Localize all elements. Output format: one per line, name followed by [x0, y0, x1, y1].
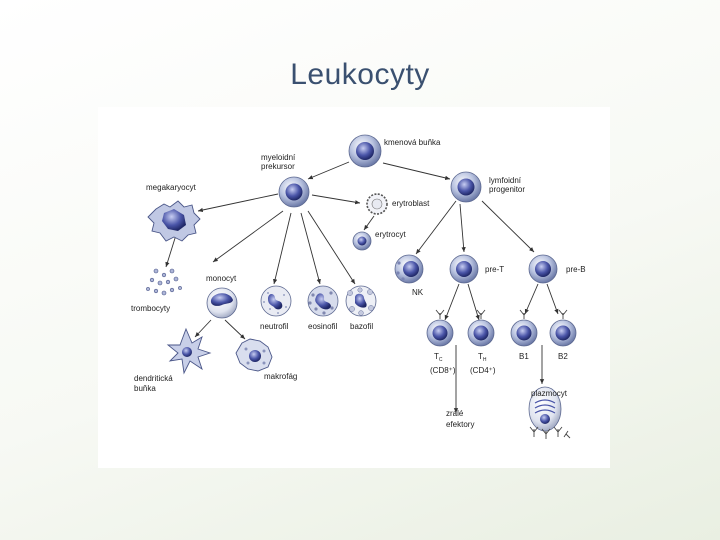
pre-t-cell	[449, 254, 479, 284]
antibodies	[529, 426, 571, 439]
b2-cell	[549, 309, 577, 347]
arrow-myeloid-to-eosinophil	[300, 212, 321, 285]
arrow-monocyte-to-macrophage	[224, 319, 246, 340]
label-tc-marker: (CD8⁺)	[430, 366, 456, 375]
arrow-myeloid-to-basophil	[307, 210, 356, 285]
arrow-myeloid-to-erythroblast	[311, 194, 361, 205]
label-monocyte: monocyt	[206, 274, 237, 283]
arrow-monocyte-to-dendritic	[194, 319, 212, 338]
label-myeloid-2: prekursor	[261, 162, 295, 171]
hematopoiesis-diagram: kmenová buňka myeloidní prekursor lymfoi…	[98, 107, 610, 468]
label-dendritic-1: dendritická	[134, 374, 173, 383]
lymphoid-progenitor-cell	[450, 171, 482, 203]
label-erythroblast: erytroblast	[392, 199, 430, 208]
label-th: TH	[478, 352, 487, 363]
myeloid-precursor-cell	[278, 176, 310, 208]
label-tc: TC	[434, 352, 443, 363]
slide-title: Leukocyty	[290, 58, 430, 91]
label-eosinophil: eosinofil	[308, 322, 338, 331]
label-pre-b: pre-B	[566, 265, 586, 274]
megakaryocyte-cell	[147, 200, 201, 242]
arrow-stem-to-myeloid	[307, 161, 350, 180]
stem-cell	[348, 134, 382, 168]
cells	[146, 134, 577, 439]
plasma-cell	[528, 386, 562, 432]
arrow-myeloid-to-megakaryocyte	[197, 193, 279, 213]
neutrophil-cell	[260, 285, 292, 317]
arrow-preb-to-b2	[546, 283, 559, 315]
label-dendritic-2: buňka	[134, 384, 156, 393]
arrow-preb-to-b1	[524, 283, 539, 315]
label-effectors-1: zralé	[446, 409, 464, 418]
label-erythrocyte: erytrocyt	[375, 230, 406, 239]
tc-cell	[426, 309, 454, 347]
label-megakaryocyte: megakaryocyt	[146, 183, 197, 192]
arrow-lymphoid-to-nk	[415, 200, 457, 255]
arrow-erythroblast-to-erythrocyte	[363, 215, 375, 231]
label-basophil: bazofil	[350, 322, 373, 331]
diagram-svg: kmenová buňka myeloidní prekursor lymfoi…	[131, 134, 586, 439]
label-effectors-2: efektory	[446, 420, 474, 429]
arrows	[165, 161, 559, 413]
label-b1: B1	[519, 352, 529, 361]
erythroblast-cell	[366, 193, 388, 215]
arrow-pret-to-th	[467, 283, 480, 321]
label-pre-t: pre-T	[485, 265, 504, 274]
nk-cell	[394, 254, 424, 284]
arrow-pret-to-tc	[444, 283, 460, 321]
label-nk: NK	[412, 288, 424, 297]
basophil-cell	[345, 285, 377, 317]
thrombocytes-dots	[146, 268, 182, 296]
arrow-stem-to-lymphoid	[382, 162, 451, 180]
arrow-megakaryocyte-to-thrombocytes	[165, 234, 177, 268]
arrow-lymphoid-to-pret	[459, 203, 466, 253]
b1-cell	[510, 309, 538, 347]
pre-b-cell	[528, 254, 558, 284]
eosinophil-cell	[307, 285, 339, 317]
label-th-marker: (CD4⁺)	[470, 366, 496, 375]
erythrocyte-cell	[352, 231, 372, 251]
label-myeloid-1: myeloidní	[261, 153, 296, 162]
arrow-myeloid-to-monocyte	[212, 210, 284, 263]
monocyte-cell	[206, 287, 238, 319]
label-lymphoid-1: lymfoidní	[489, 176, 522, 185]
dendritic-cell	[166, 327, 212, 375]
arrow-myeloid-to-neutrophil	[273, 212, 292, 285]
label-stem-cell: kmenová buňka	[384, 138, 441, 147]
th-cell	[467, 309, 495, 347]
label-b2: B2	[558, 352, 568, 361]
label-neutrophil: neutrofil	[260, 322, 289, 331]
label-macrophage: makrofág	[264, 372, 297, 381]
labels: kmenová buňka myeloidní prekursor lymfoi…	[131, 138, 586, 429]
macrophage-cell	[235, 338, 273, 372]
arrow-lymphoid-to-preb	[481, 200, 535, 253]
label-thrombocytes: trombocyty	[131, 304, 170, 313]
label-lymphoid-2: progenitor	[489, 185, 525, 194]
label-plasma-cell: plazmocyt	[531, 389, 568, 398]
